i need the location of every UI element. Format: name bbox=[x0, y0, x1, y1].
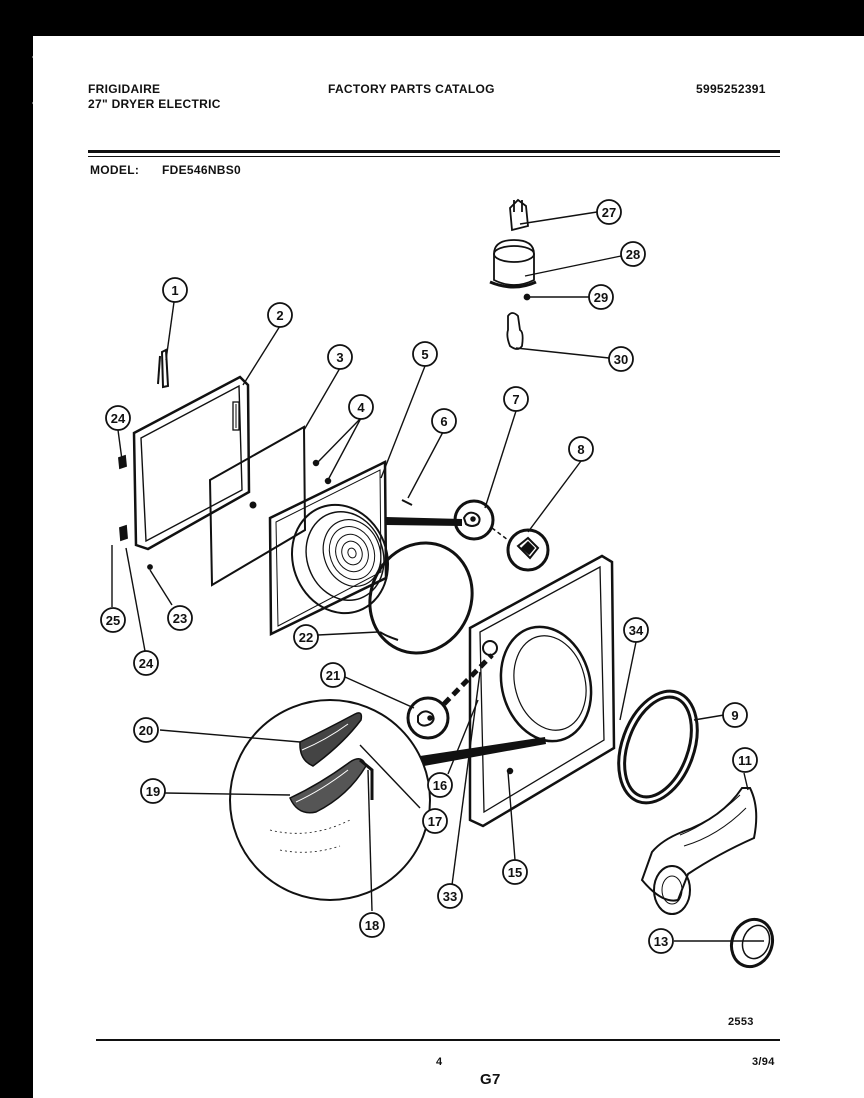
svg-text:29: 29 bbox=[594, 290, 608, 305]
part-front-panel bbox=[468, 554, 616, 828]
callout-7: 7 bbox=[503, 386, 529, 412]
part-latch bbox=[453, 499, 495, 541]
link-band-upper bbox=[386, 517, 462, 526]
drawing-number: 2553 bbox=[728, 1016, 754, 1028]
callout-19: 19 bbox=[140, 778, 166, 804]
svg-text:34: 34 bbox=[629, 623, 644, 638]
part-door-switch bbox=[406, 696, 450, 740]
callout-24-upper: 24 bbox=[105, 405, 131, 431]
svg-text:13: 13 bbox=[654, 934, 668, 949]
part-pin bbox=[401, 499, 413, 506]
svg-text:24: 24 bbox=[139, 656, 154, 671]
svg-text:2: 2 bbox=[276, 308, 283, 323]
svg-text:27: 27 bbox=[602, 205, 616, 220]
header-rule-thin bbox=[88, 156, 780, 157]
svg-text:7: 7 bbox=[512, 392, 519, 407]
part-lint-duct bbox=[640, 787, 758, 915]
footer-rule bbox=[96, 1039, 780, 1041]
callout-24-lower: 24 bbox=[133, 650, 159, 676]
svg-text:5: 5 bbox=[421, 347, 428, 362]
svg-text:22: 22 bbox=[299, 630, 313, 645]
callout-8: 8 bbox=[568, 436, 594, 462]
svg-text:19: 19 bbox=[146, 784, 160, 799]
link-band-lower bbox=[420, 737, 546, 766]
catalog-number: 5995252391 bbox=[696, 82, 766, 96]
svg-text:1: 1 bbox=[171, 283, 178, 298]
svg-text:30: 30 bbox=[614, 352, 628, 367]
callout-4: 4 bbox=[348, 394, 374, 420]
section-code: G7 bbox=[480, 1071, 501, 1088]
part-inner-door bbox=[208, 425, 307, 587]
svg-text:6: 6 bbox=[440, 414, 447, 429]
callout-27: 27 bbox=[596, 199, 622, 225]
dashed-connector-21 bbox=[442, 653, 494, 706]
svg-text:15: 15 bbox=[508, 865, 522, 880]
svg-text:33: 33 bbox=[443, 889, 457, 904]
callout-11: 11 bbox=[732, 747, 758, 773]
callout-3: 3 bbox=[327, 344, 353, 370]
leader-lines bbox=[111, 211, 764, 942]
callout-22: 22 bbox=[293, 624, 319, 650]
svg-text:17: 17 bbox=[428, 814, 442, 829]
part-timer-assembly bbox=[489, 198, 537, 350]
callout-5: 5 bbox=[412, 341, 438, 367]
part-cap-ring bbox=[729, 917, 775, 969]
dashed-connector-7-8 bbox=[491, 527, 509, 541]
callout-28: 28 bbox=[620, 241, 646, 267]
svg-text:28: 28 bbox=[626, 247, 640, 262]
svg-text:24: 24 bbox=[111, 411, 126, 426]
svg-text:16: 16 bbox=[433, 778, 447, 793]
part-16-marker bbox=[482, 640, 498, 656]
svg-text:25: 25 bbox=[106, 613, 120, 628]
model-label: MODEL: bbox=[90, 163, 140, 177]
callout-16: 16 bbox=[427, 772, 453, 798]
callout-6: 6 bbox=[431, 408, 457, 434]
part-handle bbox=[157, 348, 170, 389]
detail-magnifier bbox=[229, 699, 431, 901]
svg-text:20: 20 bbox=[139, 723, 153, 738]
page-number: 4 bbox=[436, 1056, 443, 1068]
part-strike bbox=[506, 528, 550, 572]
svg-text:4: 4 bbox=[357, 400, 365, 415]
catalog-title: FACTORY PARTS CATALOG bbox=[328, 82, 495, 96]
model-number: FDE546NBS0 bbox=[162, 163, 242, 177]
svg-text:23: 23 bbox=[173, 611, 187, 626]
revision-date: 3/94 bbox=[752, 1056, 775, 1068]
callout-17: 17 bbox=[422, 808, 448, 834]
product-name: 27" DRYER ELECTRIC bbox=[88, 97, 221, 111]
part-door-panel bbox=[132, 375, 251, 551]
part-ring bbox=[368, 541, 474, 655]
part-hinge-hardware bbox=[118, 454, 153, 570]
svg-text:21: 21 bbox=[326, 668, 340, 683]
svg-text:18: 18 bbox=[365, 918, 379, 933]
callout-18: 18 bbox=[359, 912, 385, 938]
part-door-seal bbox=[617, 689, 699, 805]
callout-2: 2 bbox=[267, 302, 293, 328]
callout-33: 33 bbox=[437, 883, 463, 909]
brand-name: FRIGIDAIRE bbox=[88, 82, 161, 96]
callout-1: 1 bbox=[162, 277, 188, 303]
callout-15: 15 bbox=[502, 859, 528, 885]
callout-20: 20 bbox=[133, 717, 159, 743]
callout-21: 21 bbox=[320, 662, 346, 688]
callout-labels: 1 2 3 4 5 6 7 8 9 11 13 15 16 17 18 19 2… bbox=[100, 199, 758, 954]
part-grille-plate bbox=[268, 460, 390, 636]
callout-9: 9 bbox=[722, 702, 748, 728]
callout-13: 13 bbox=[648, 928, 674, 954]
callout-30: 30 bbox=[608, 346, 634, 372]
svg-text:8: 8 bbox=[577, 442, 584, 457]
svg-text:11: 11 bbox=[738, 753, 752, 768]
svg-text:9: 9 bbox=[731, 708, 738, 723]
catalog-page bbox=[33, 36, 864, 1098]
callout-25: 25 bbox=[100, 607, 126, 633]
header-rule-thick bbox=[88, 150, 780, 153]
callout-29: 29 bbox=[588, 284, 614, 310]
callout-34: 34 bbox=[623, 617, 649, 643]
callout-23: 23 bbox=[167, 605, 193, 631]
svg-text:3: 3 bbox=[336, 350, 343, 365]
part-screws bbox=[312, 459, 332, 485]
